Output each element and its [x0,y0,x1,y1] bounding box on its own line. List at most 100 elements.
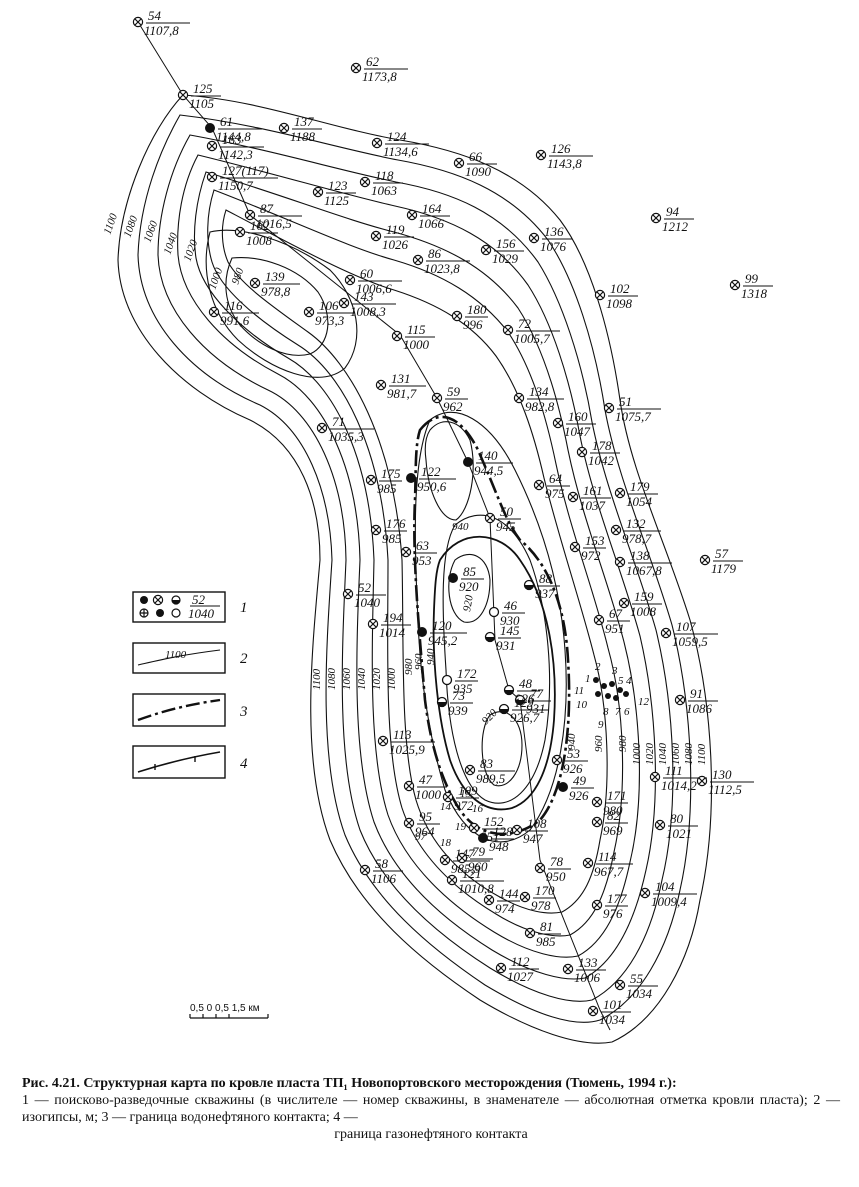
crossed-circle-icon [729,279,741,291]
legend-num-1: 1 [240,600,248,616]
iso-label-east-1000: 1000 [631,743,643,766]
iso-label-sw-940: 940 [425,648,437,665]
well-number: 194 [383,610,403,625]
well-number: 171 [607,788,627,803]
well-elevation: 1112,5 [708,782,742,797]
well-elevation: 1143,8 [547,156,582,171]
well-number: 115 [407,322,426,337]
isoline-1020 [193,171,640,958]
well-elevation: 972 [454,798,474,813]
well-elevation: 975 [545,486,565,501]
iso-label-east-980: 980 [617,735,629,752]
well-number: 55 [630,971,644,986]
well-elevation: 1034 [626,986,653,1001]
well-number: 164 [422,201,442,216]
well-number: 160 [568,409,588,424]
well-elevation: 989,5 [476,771,506,786]
well-number: 88 [539,571,553,586]
crossed-circle-icon [370,524,382,536]
crossed-circle-icon [208,306,220,318]
crossed-circle-icon [562,963,574,975]
well-number: 153 [585,533,605,548]
well-elevation: 980 [603,803,623,818]
well-elevation: 973,3 [315,313,345,328]
well-elevation: 950 [546,869,566,884]
well-elevation: 1035,3 [328,429,364,444]
well-number: 80 [670,811,684,826]
filled-circle-icon [448,573,458,583]
well-elevation: 985 [382,531,402,546]
well-elevation: 967,7 [594,864,624,879]
crossed-circle-icon [359,864,371,876]
crossed-circle-icon [535,149,547,161]
isoline-940-north [424,421,474,521]
crossed-circle-icon [406,209,418,221]
well-number: 71 [332,414,345,429]
well-elevation: 1066 [418,216,445,231]
crossed-circle-icon [591,816,603,828]
well-elevation: 931 [526,701,546,716]
well-number: 83 [480,756,494,771]
crossed-circle-icon [519,891,531,903]
half-circle-icon [514,694,526,706]
well-elevation: 1076 [540,239,567,254]
small-label-14: 14 [440,801,452,813]
small-label-10: 10 [576,699,588,711]
crossed-circle-icon [453,157,465,169]
crossed-circle-icon [483,894,495,906]
well-elevation: 1105 [189,96,215,111]
caption-description-end: граница газонефтяного контакта [334,1127,528,1142]
well-number: 94 [666,204,680,219]
crossed-circle-icon [234,226,246,238]
well-number: 122 [421,464,441,479]
well-number: 91 [690,686,703,701]
scale-label: 0,5 0 0,5 1,5 км [190,1003,260,1014]
well-elevation: 953 [412,553,432,568]
well-elevation: 931 [496,638,516,653]
well-number: 177 [607,891,627,906]
well-number: 60 [360,266,374,281]
crossed-circle-icon [696,775,708,787]
well-elevation: 1034 [599,1012,626,1027]
well-number: 64 [549,471,563,486]
crossed-circle-icon [439,854,451,866]
well-number: 63 [416,538,430,553]
well-number: 109 [458,783,478,798]
crossed-circle-icon [593,614,605,626]
well-number: 140 [478,448,498,463]
well-elevation: 1014 [379,625,406,640]
iso-label-inner-940: 940 [452,521,469,533]
well-number: 51 [619,394,632,409]
legend-sample-elev: 1040 [188,606,215,621]
isoline-940 [442,514,551,804]
well-number: 144 [499,886,519,901]
legend-crossed-circle-icon [152,594,164,606]
well-elevation: 1021 [666,826,692,841]
